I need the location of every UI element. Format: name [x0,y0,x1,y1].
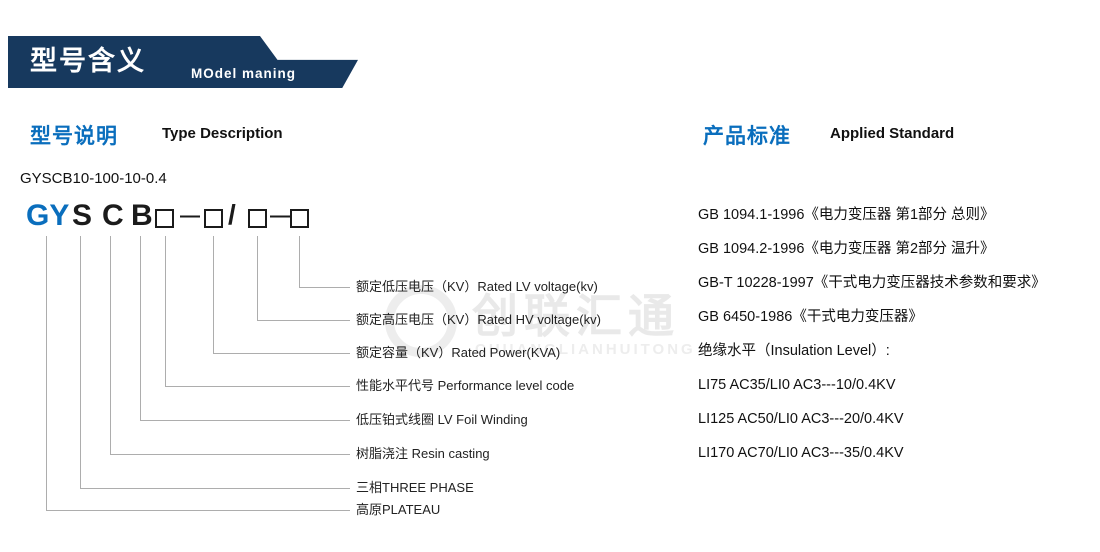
callout-label: 低压铂式线圈 LV Foil Winding [356,412,528,427]
code-letter-c: C [102,199,124,232]
insulation-level-item: LI75 AC35/LI0 AC3---10/0.4KV [698,377,896,393]
callout-line-vertical [165,236,166,386]
insulation-level-item: LI125 AC50/LI0 AC3---20/0.4KV [698,411,904,427]
callout-label: 高原PLATEAU [356,502,441,517]
callout-line-vertical [110,236,111,454]
example-model-number: GYSCB10-100-10-0.4 [20,170,167,187]
callout-label: 额定容量（KV）Rated Power(KVA) [356,345,561,360]
callout-line-horizontal [165,386,350,387]
standard-item: GB 6450-1986《干式电力变压器》 [698,309,923,325]
standard-item: GB-T 10228-1997《干式电力变压器技术参数和要求》 [698,275,1046,291]
callout-line-horizontal [46,510,350,511]
callout-line-horizontal [80,488,350,489]
callout-line-horizontal [213,353,350,354]
callout-label: 性能水平代号 Performance level code [356,378,575,393]
insulation-level-title: 绝缘水平（Insulation Level）: [698,343,890,359]
code-box-hv-voltage [248,209,267,228]
insulation-level-item: LI170 AC70/LI0 AC3---35/0.4KV [698,445,904,461]
standard-item: GB 1094.2-1996《电力变压器 第2部分 温升》 [698,241,995,257]
banner: 型号含义 MOdel maning [8,36,358,88]
callout-line-horizontal [110,454,350,455]
applied-standard-heading-en: Applied Standard [830,125,955,142]
callout-line-horizontal [299,287,350,288]
callout-line-vertical [213,236,214,353]
standard-item: GB 1094.1-1996《电力变压器 第1部分 总则》 [698,207,995,223]
callout-line-vertical [257,236,258,320]
callout-line-vertical [140,236,141,420]
code-letter-s: S [72,199,93,232]
code-dash: — [180,205,200,227]
callout-line-vertical [46,236,47,510]
code-box-power [204,209,223,228]
banner-title: 型号含义 [30,46,146,76]
code-dash: — [270,205,290,227]
type-description-heading-en: Type Description [162,125,283,142]
standards-list: GB 1094.1-1996《电力变压器 第1部分 总则》 GB 1094.2-… [698,198,1098,470]
code-letter-gy: GY [26,199,70,232]
callout-line-vertical [80,236,81,488]
code-slash: / [228,199,236,230]
banner-subtitle: MOdel maning [191,66,297,81]
callout-label: 三相THREE PHASE [356,480,474,495]
type-description-heading-cn: 型号说明 [30,125,118,148]
callout-line-horizontal [140,420,350,421]
applied-standard-heading-cn: 产品标准 [703,125,791,148]
code-letter-b: B [131,199,153,232]
callout-label: 树脂浇注 Resin casting [356,446,490,461]
code-box-lv-voltage [290,209,309,228]
callout-line-horizontal [257,320,350,321]
code-box-performance [155,209,174,228]
callout-label: 额定高压电压（KV）Rated HV voltage(kv) [356,312,601,327]
callout-line-vertical [299,236,300,287]
callout-label: 额定低压电压（KV）Rated LV voltage(kv) [356,279,598,294]
